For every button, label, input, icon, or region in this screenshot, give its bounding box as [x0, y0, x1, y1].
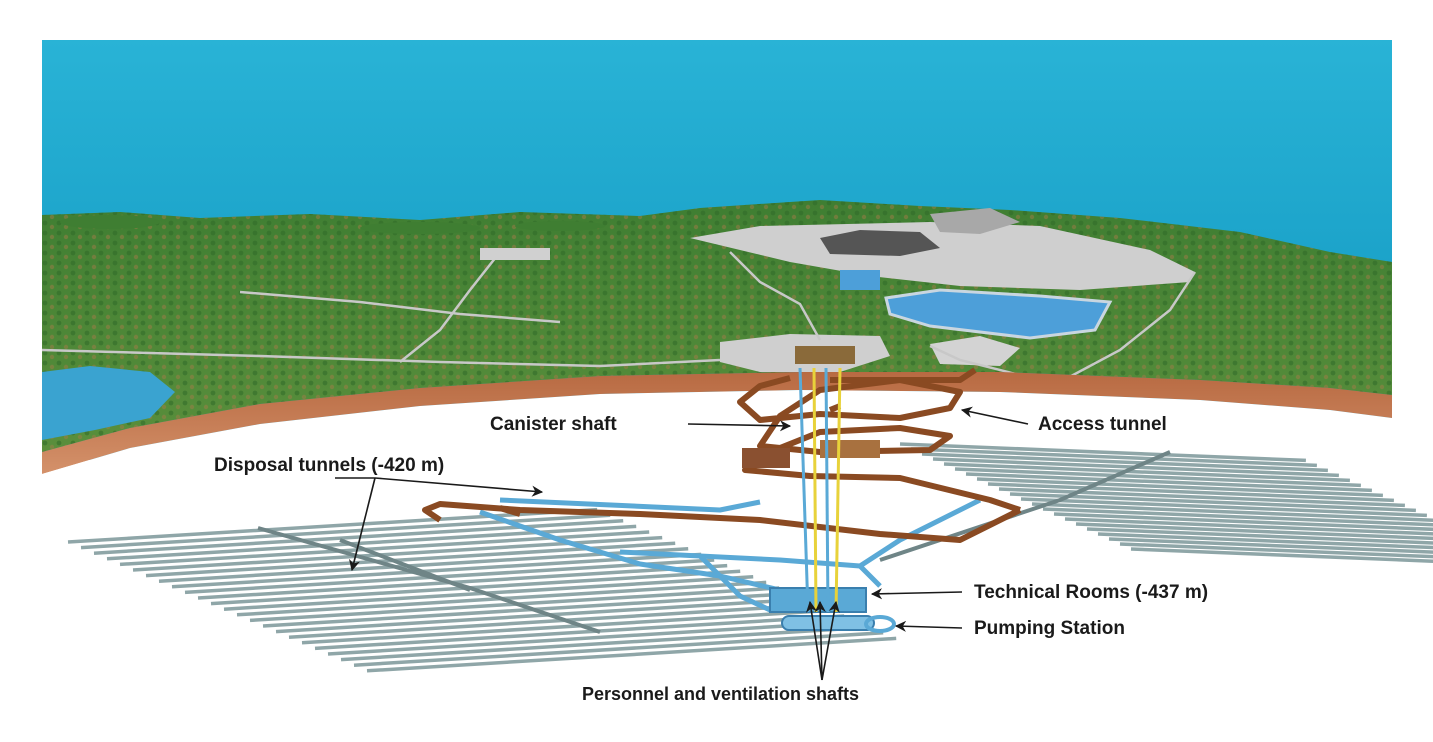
disposal-tunnel [340, 625, 871, 662]
depot-block [742, 448, 790, 468]
disposal-tunnel [171, 552, 702, 589]
disposal-tunnel [366, 636, 897, 673]
disposal-tunnels-right [899, 442, 1433, 563]
disposal-tunnel [67, 507, 598, 544]
island [515, 221, 605, 231]
disposal-tunnel [987, 482, 1394, 503]
pond [884, 288, 1113, 340]
disposal-tunnel [1075, 522, 1433, 541]
label-personnel-shafts: Personnel and ventilation shafts [582, 684, 859, 704]
disposal-tunnels-left [67, 507, 897, 673]
disposal-tunnel [314, 614, 845, 651]
annotation-arrows [335, 406, 1029, 681]
disposal-tunnel [1086, 527, 1433, 545]
label-canister-shaft: Canister shaft [490, 414, 617, 435]
disposal-tunnel [210, 569, 741, 606]
disposal-tunnel [197, 563, 728, 600]
pond [840, 270, 880, 290]
disposal-tunnel [353, 631, 884, 667]
disposal-tunnel [998, 487, 1405, 508]
island [360, 222, 480, 234]
disposal-tunnel [921, 452, 1328, 473]
disposal-tunnel [262, 591, 793, 628]
disposal-tunnel [327, 619, 858, 656]
rock-storage [930, 208, 1020, 234]
disposal-tunnel [184, 558, 715, 595]
disposal-tunnel [910, 447, 1317, 468]
label-disposal-tunnels: Disposal tunnels (-420 m) [214, 455, 444, 476]
technical-tunnels [479, 497, 982, 613]
disposal-tunnel [1119, 542, 1433, 559]
excavated-pile [820, 230, 940, 256]
depot-block [820, 440, 880, 458]
label-pumping-station: Pumping Station [974, 618, 1125, 639]
disposal-tunnel [899, 442, 1306, 463]
disposal-tunnel [976, 477, 1383, 498]
disposal-tunnel [1009, 492, 1416, 513]
pumping-station-block [781, 615, 875, 631]
label-access-tunnel: Access tunnel [1038, 414, 1167, 435]
soil-rim [42, 372, 1392, 474]
disposal-tunnel [943, 462, 1350, 483]
technical-rooms-block [769, 587, 867, 613]
site-pad [930, 336, 1020, 366]
disposal-tunnel [1053, 512, 1433, 532]
disposal-tunnel [288, 603, 819, 639]
inlet-water [42, 366, 175, 440]
disposal-tunnel [301, 608, 832, 645]
disposal-tunnel [1042, 507, 1433, 527]
disposal-tunnel [1031, 502, 1433, 522]
disposal-tunnel [275, 597, 806, 634]
disposal-tunnel [80, 513, 611, 550]
disposal-tunnel [965, 472, 1372, 493]
disposal-tunnel [1108, 537, 1433, 554]
shafts [798, 367, 842, 613]
access-tunnel-system [422, 367, 1022, 543]
disposal-tunnel [1064, 517, 1433, 536]
island [60, 215, 160, 229]
disposal-tunnel [1097, 532, 1433, 550]
disposal-tunnel [106, 524, 637, 561]
disposal-tunnel [1020, 497, 1427, 518]
site-pad [480, 248, 550, 260]
disposal-tunnel [93, 519, 624, 555]
road-network [41, 251, 1197, 394]
disposal-tunnel [119, 530, 650, 567]
disposal-tunnel [954, 467, 1361, 488]
pumping-loop [864, 615, 896, 633]
disposal-tunnel [1130, 547, 1433, 563]
surface-building [795, 346, 855, 364]
label-technical-rooms: Technical Rooms (-437 m) [974, 582, 1208, 603]
industrial-area [690, 222, 1195, 290]
